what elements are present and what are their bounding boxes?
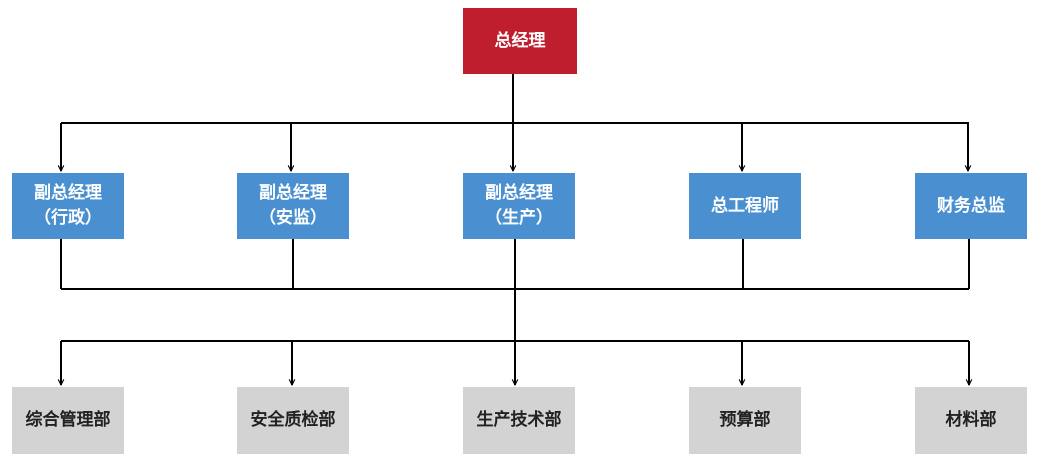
executive-4-title: 总工程师: [711, 195, 779, 216]
executive-box-5: 财务总监: [915, 173, 1027, 239]
department-1-label: 综合管理部: [25, 410, 111, 430]
department-5-label: 材料部: [945, 410, 997, 430]
executive-5-title: 财务总监: [937, 195, 1005, 216]
department-2-label: 安全质检部: [250, 410, 336, 430]
department-box-4: 预算部: [689, 387, 801, 454]
department-box-5: 材料部: [915, 387, 1027, 454]
executive-box-3: 副总经理 （生产）: [463, 173, 575, 239]
executive-3-subtitle: （生产）: [485, 208, 553, 228]
general-manager-label: 总经理: [494, 30, 546, 51]
department-box-1: 综合管理部: [12, 387, 124, 454]
executive-1-title: 副总经理: [34, 183, 102, 203]
executive-box-1: 副总经理 （行政）: [12, 173, 124, 239]
executive-2-subtitle: （安监）: [259, 208, 327, 228]
executive-2-title: 副总经理: [259, 183, 327, 203]
department-3-label: 生产技术部: [476, 410, 562, 430]
general-manager-box: 总经理: [463, 8, 577, 74]
executive-box-4: 总工程师: [689, 173, 801, 239]
executive-3-title: 副总经理: [485, 183, 553, 203]
executive-box-2: 副总经理 （安监）: [237, 173, 349, 239]
department-box-3: 生产技术部: [463, 387, 575, 454]
executive-1-subtitle: （行政）: [34, 208, 102, 228]
department-box-2: 安全质检部: [237, 387, 349, 454]
department-4-label: 预算部: [719, 410, 771, 430]
